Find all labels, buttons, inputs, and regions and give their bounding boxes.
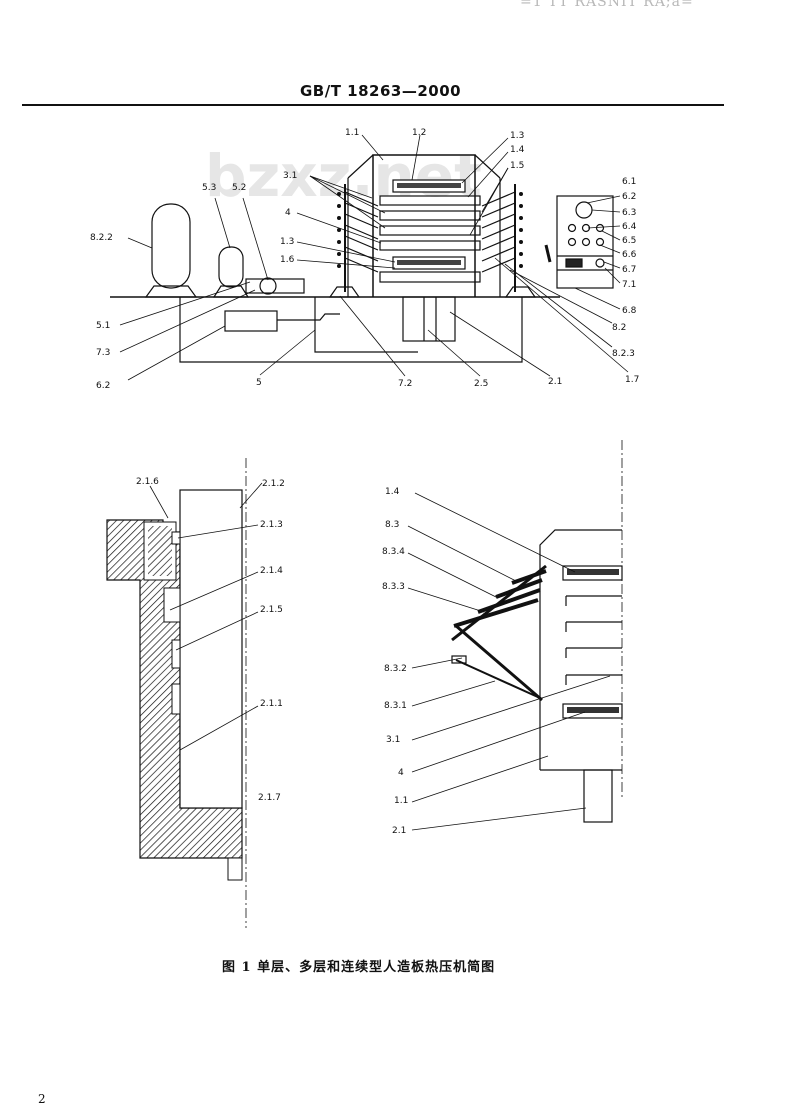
label-1-1-loader: 1.1 <box>394 796 408 806</box>
page-number: 2 <box>38 1092 46 1106</box>
header-rule <box>22 104 724 106</box>
label-7-2: 7.2 <box>398 379 412 389</box>
label-1-4: 1.4 <box>385 487 400 497</box>
label-2-1-2: 2.1.2 <box>262 479 285 489</box>
label-2-1-5: 2.1.5 <box>260 605 283 615</box>
figure-caption: 图 1 单层、多层和连续型人造板热压机简图 <box>222 960 496 975</box>
label-2-1-6: 2.1.6 <box>136 477 159 487</box>
label-6-2: 6.2 <box>96 381 110 391</box>
label-4-loader: 4 <box>398 768 404 778</box>
label-8-3-2: 8.3.2 <box>384 664 407 674</box>
label-8-3-3: 8.3.3 <box>382 582 405 592</box>
label-2-1-7: 2.1.7 <box>258 793 281 803</box>
label-7-1: 7.1 <box>622 280 636 290</box>
label-1-1: 1.1 <box>345 128 359 138</box>
label-5-1: 5.1 <box>96 321 110 331</box>
label-1-3-lower: 1.3 <box>280 237 294 247</box>
header-ghost-text: =1 TT RASNIT RA;a= <box>520 0 694 10</box>
label-3-1: 3.1 <box>283 171 297 181</box>
label-5-2: 5.2 <box>232 183 246 193</box>
label-2-1-3: 2.1.3 <box>260 520 283 530</box>
label-6-4: 6.4 <box>622 222 637 232</box>
label-8-2: 8.2 <box>612 323 626 333</box>
label-3-1-loader: 3.1 <box>386 735 400 745</box>
loader-leader-lines <box>407 492 611 831</box>
label-2-5: 2.5 <box>474 379 488 389</box>
label-6-5: 6.5 <box>622 236 636 246</box>
label-6-2-cabinet: 6.2 <box>622 192 636 202</box>
label-1-2: 1.2 <box>412 128 426 138</box>
press-overview-diagram <box>110 154 614 363</box>
label-2-1-1: 2.1.1 <box>260 699 283 709</box>
label-8-3: 8.3 <box>385 520 399 530</box>
label-1-5: 1.5 <box>510 161 524 171</box>
label-1-6: 1.6 <box>280 255 295 265</box>
label-1-7: 1.7 <box>625 375 639 385</box>
label-2-1: 2.1 <box>548 377 562 387</box>
loader-labels: 1.4 8.3 8.3.4 8.3.3 8.3.2 8.3.1 3.1 4 1.… <box>382 487 408 836</box>
label-7-3: 7.3 <box>96 348 110 358</box>
label-8-2-3: 8.2.3 <box>612 349 635 359</box>
label-6-6: 6.6 <box>622 250 637 260</box>
loader-detail-diagram <box>451 440 623 823</box>
top-leader-lines <box>119 134 629 381</box>
label-6-1: 6.1 <box>622 177 636 187</box>
label-6-7: 6.7 <box>622 265 636 275</box>
frame-section-diagram: 2.1.6 2.1.2 2.1.3 2.1.4 2.1.5 2.1.1 2.1.… <box>106 458 285 928</box>
label-1-3: 1.3 <box>510 131 524 141</box>
label-8-3-4: 8.3.4 <box>382 547 405 557</box>
label-6-8: 6.8 <box>622 306 637 316</box>
label-5-3: 5.3 <box>202 183 216 193</box>
label-8-2-2: 8.2.2 <box>90 233 113 243</box>
standard-code: GB/T 18263—2000 <box>300 82 462 100</box>
label-4: 4 <box>285 208 291 218</box>
top-labels: 1.1 1.2 1.3 1.4 1.5 3.1 4 1.3 1.6 5.3 5.… <box>90 128 639 391</box>
watermark: bzxz.net <box>205 142 482 210</box>
label-2-1-4: 2.1.4 <box>260 566 283 576</box>
label-5: 5 <box>256 378 262 388</box>
label-1-4: 1.4 <box>510 145 525 155</box>
label-6-3: 6.3 <box>622 208 636 218</box>
label-8-3-1: 8.3.1 <box>384 701 407 711</box>
label-2-1-loader: 2.1 <box>392 826 406 836</box>
